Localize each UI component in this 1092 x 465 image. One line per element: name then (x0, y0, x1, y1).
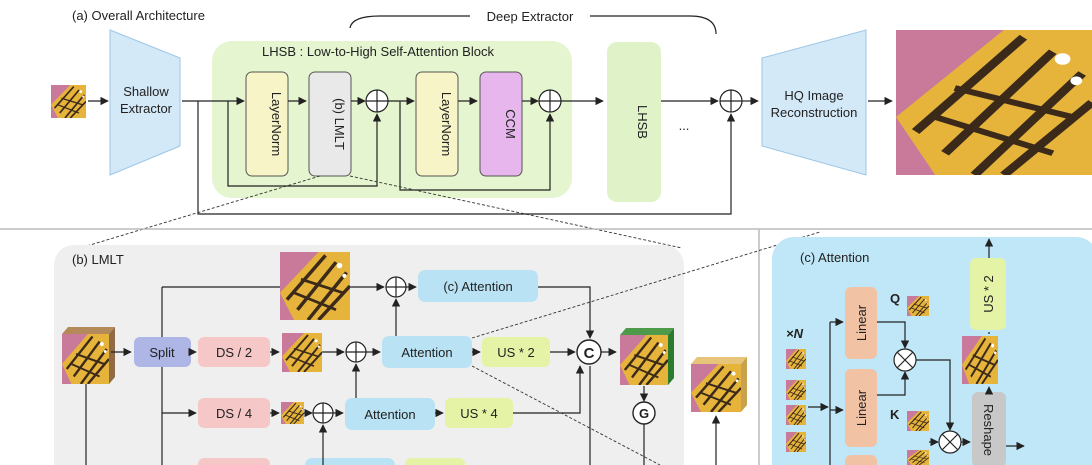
k-label: K (890, 407, 900, 422)
reshape-label: Reshape (981, 404, 996, 456)
branch-image-small (281, 402, 304, 424)
layernorm-label-2: LayerNorm (439, 92, 454, 156)
attention-ref-label: (c) Attention (443, 279, 512, 294)
attention-panel-title: (c) Attention (800, 250, 869, 265)
linear-label-q: Linear (854, 304, 869, 341)
attention-label-low: Attention (364, 407, 415, 422)
ds4-block (198, 398, 270, 428)
attention-label-mid: Attention (401, 345, 452, 360)
layernorm-block-2 (415, 71, 459, 177)
us2-block (482, 337, 550, 367)
concat-output-cube (620, 328, 674, 385)
lmlt-title: (b) LMLT (72, 252, 124, 267)
ccm-block (479, 71, 523, 177)
linear-block-k (845, 369, 877, 447)
us4-label: US * 4 (460, 406, 498, 421)
patch-1 (786, 349, 806, 369)
xn-label: ×N (786, 326, 804, 341)
layernorm-label-1: LayerNorm (269, 92, 284, 156)
us4-block (445, 398, 513, 428)
overall-title: (a) Overall Architecture (72, 8, 205, 23)
shallow-extractor-label-2: Extractor (120, 101, 173, 116)
ellipsis: ... (679, 118, 690, 133)
lhsb-title: LHSB : Low-to-High Self-Attention Block (262, 44, 494, 59)
reshape-block (972, 392, 1006, 465)
us2-label: US * 2 (497, 345, 535, 360)
lmlt-input-cube (62, 327, 115, 384)
attn-us2-label: US * 2 (981, 275, 996, 313)
ccm-label: CCM (503, 109, 518, 139)
lmlt-block-label: (b) LMLT (332, 98, 347, 150)
attention-block-low (345, 398, 435, 430)
attention-block-mid (382, 336, 472, 368)
concat-label: C (584, 345, 595, 362)
lhsb-block (607, 42, 661, 202)
patch-4 (786, 432, 806, 452)
q-label: Q (890, 291, 900, 306)
branch-image-medium (282, 333, 322, 372)
ds2-label: DS / 2 (216, 345, 252, 360)
attention-ref-block (418, 270, 538, 302)
output-image (896, 30, 1092, 175)
attn-output-patch (962, 336, 998, 384)
input-image (51, 85, 86, 118)
split-label: Split (149, 345, 175, 360)
layernorm-block-1 (245, 71, 289, 177)
linear-block-q (845, 287, 877, 359)
shallow-extractor-label-1: Shallow (123, 84, 169, 99)
patch-3 (786, 405, 806, 425)
lhsb-block-label: LHSB (635, 105, 650, 139)
attention-panel (772, 237, 1092, 465)
split-block (134, 337, 191, 367)
ds4-label: DS / 4 (216, 406, 252, 421)
attn-us2-block (970, 258, 1006, 330)
branch-image-large (280, 252, 350, 320)
lmlt-block (308, 71, 352, 177)
linear-label-k: Linear (854, 389, 869, 426)
q-patch (907, 296, 929, 316)
hq-reconstruction-block (761, 29, 867, 176)
side-cube (691, 357, 747, 412)
deep-extractor-label: Deep Extractor (487, 9, 574, 24)
hq-label-1: HQ Image (784, 88, 843, 103)
gelu-label: G (639, 406, 649, 421)
hq-label-2: Reconstruction (771, 105, 858, 120)
k-patch (907, 411, 929, 431)
shallow-extractor-block (109, 29, 181, 176)
ds2-block (198, 337, 270, 367)
patch-2 (786, 380, 806, 400)
